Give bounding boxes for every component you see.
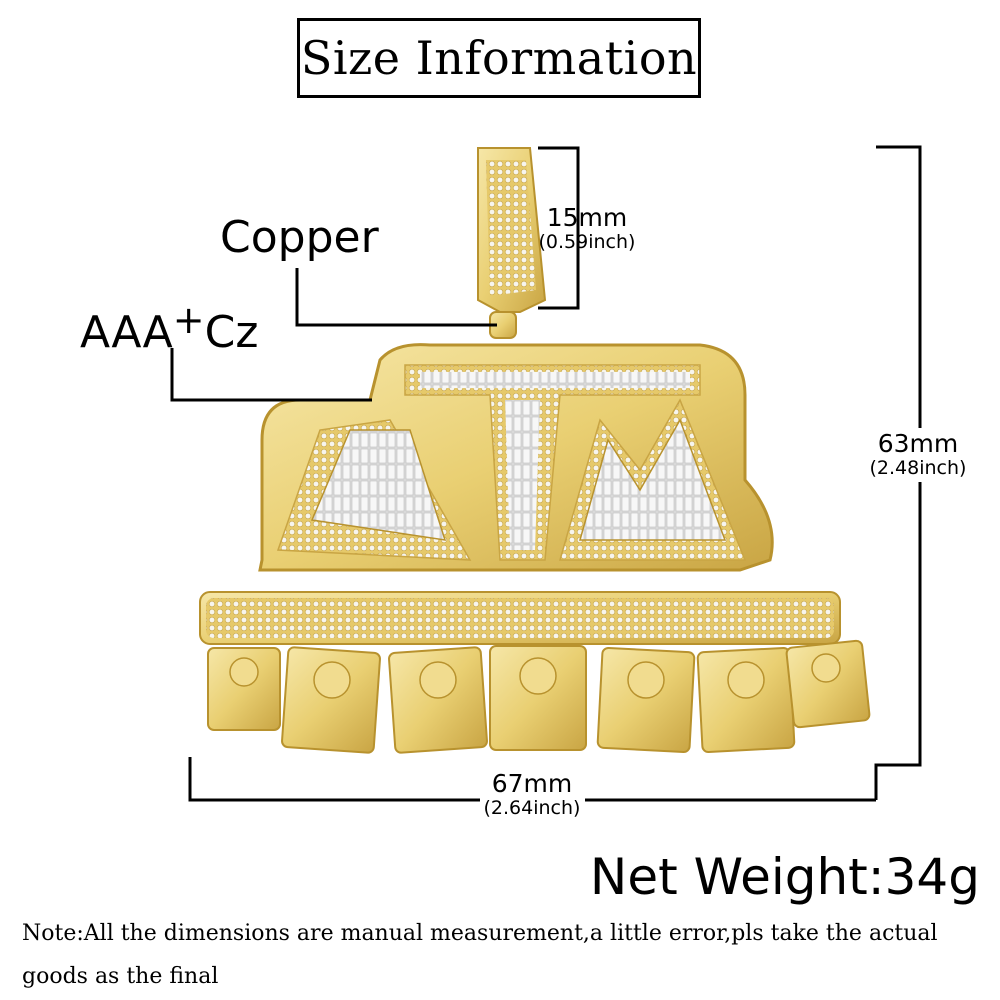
pendant-banner — [199, 591, 841, 645]
bail-inch: (0.59inch) — [538, 231, 636, 253]
width-dimension-line — [188, 757, 480, 802]
height-dimension-label: 63mm (2.48inch) — [856, 429, 980, 480]
bail-dimension-line — [538, 146, 580, 310]
stone-callout-line — [170, 348, 372, 402]
measurement-note: Note:All the dimensions are manual measu… — [22, 921, 938, 989]
page-title: Size Information — [300, 31, 698, 85]
pendant-atm-letters — [258, 343, 774, 572]
width-dimension-label: 67mm (2.64inch) — [470, 769, 594, 820]
pendant-money-stacks — [207, 639, 871, 754]
stone-label: AAA+Cz — [80, 298, 258, 358]
bail-dimension-label: 15mm (0.59inch) — [528, 203, 646, 254]
stone-label-prefix: AAA — [80, 307, 173, 358]
height-dimension-line — [876, 145, 922, 428]
copper-callout-line — [295, 268, 497, 327]
title-box: Size Information — [297, 18, 701, 98]
pendant-bail — [477, 147, 547, 339]
net-weight: Net Weight:34g — [589, 848, 980, 906]
bail-mm: 15mm — [546, 203, 628, 232]
height-inch: (2.48inch) — [869, 457, 967, 479]
stone-label-suffix: Cz — [204, 307, 259, 358]
width-mm: 67mm — [491, 769, 573, 798]
height-dimension-line-lower — [874, 482, 922, 800]
width-inch: (2.64inch) — [483, 797, 581, 819]
material-label: Copper — [220, 212, 379, 263]
stone-label-plus: + — [172, 298, 205, 342]
height-mm: 63mm — [877, 429, 959, 458]
dimension-lines — [170, 145, 922, 802]
